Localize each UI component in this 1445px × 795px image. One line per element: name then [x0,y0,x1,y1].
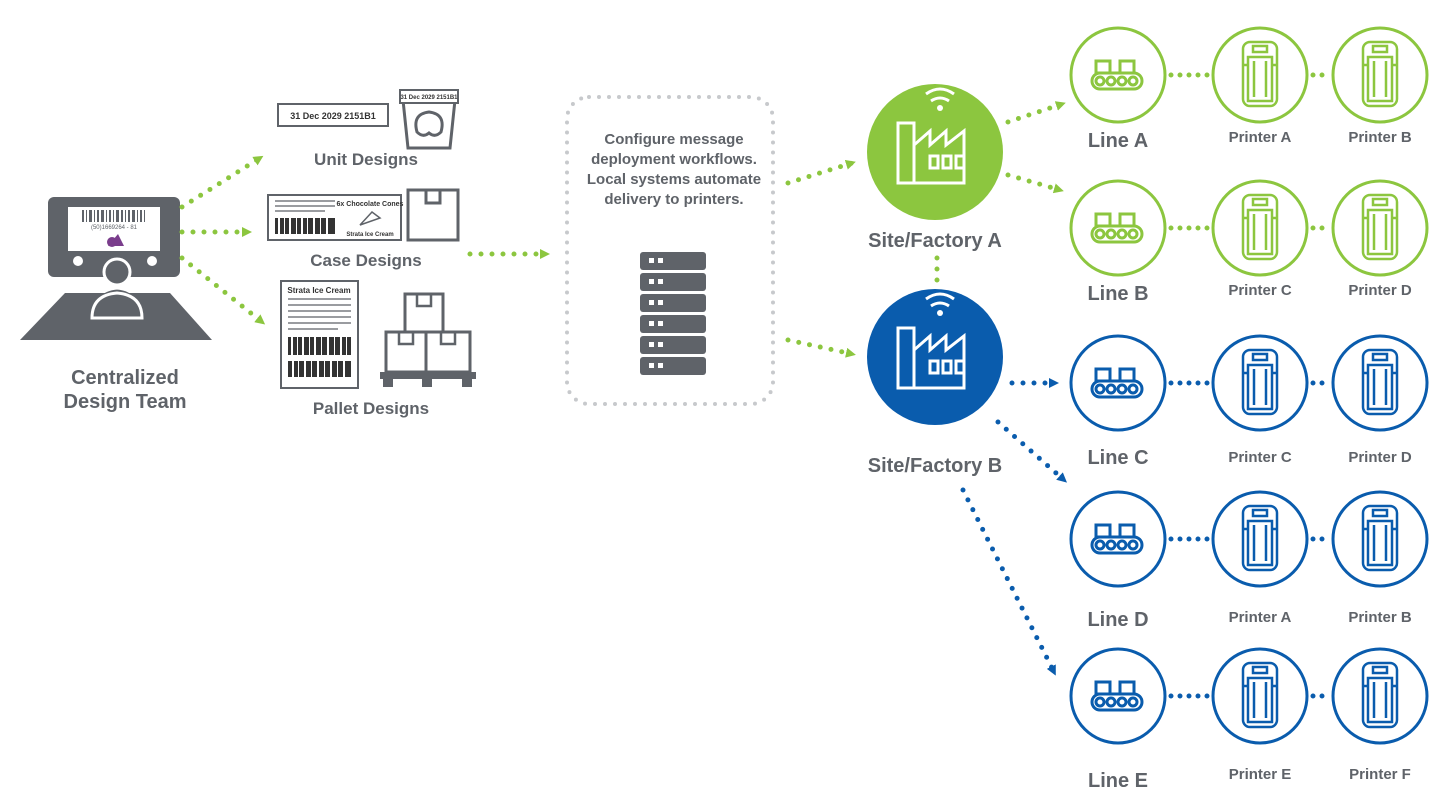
site-a-node [867,84,1003,220]
design-team-label: Centralized Design Team [30,366,220,414]
pallet-designs-label: Pallet Designs [312,399,430,418]
printer-icon [1241,661,1279,729]
line-b-group [1069,179,1429,277]
barcode-icon [82,210,145,222]
pallet-design-icon: Strata Ice Cream [280,280,476,389]
printer-node [1331,179,1429,277]
line-a-group [1069,26,1429,124]
line-node [1069,647,1167,745]
printer-label: Printer E [1228,766,1292,783]
printer-label: Printer B [1348,129,1412,146]
printer-icon [1361,348,1399,416]
printer-node [1211,26,1309,124]
case-product-text: 6x Chocolate Cones [337,201,404,208]
printer-icon [1241,40,1279,108]
design-team-label-line2: Design Team [63,391,187,413]
printer-node [1211,179,1309,277]
printer-icon [1241,193,1279,261]
printer-label: Printer C [1228,449,1292,466]
arrow-configure-to-site-b [785,337,856,358]
printer-label: Printer A [1228,129,1292,146]
site-a-label: Site/Factory A [868,230,1002,252]
printer-node [1331,334,1429,432]
conveyor-icon [1090,367,1144,399]
arrow-to-pallet-designs [179,255,266,325]
printer-label: Printer D [1348,449,1412,466]
line-c-group [1069,334,1429,432]
design-team-icon: (50)1669264 - 81 [20,197,212,340]
line-node [1069,490,1167,588]
printer-node [1331,26,1429,124]
barcode-number: (50)1669264 - 81 [91,225,138,231]
design-team-label-line1: Centralized [71,367,179,389]
conveyor-icon [1090,523,1144,555]
printer-label: Printer B [1348,609,1412,626]
configure-text: Configure message deployment workflows. … [586,131,762,208]
printer-label: Printer D [1348,282,1412,299]
printer-node [1331,490,1429,588]
site-to-line-arrows [960,101,1068,676]
printer-node [1211,334,1309,432]
printer-icon [1361,504,1399,572]
line-node [1069,334,1167,432]
printer-icon [1241,348,1279,416]
printer-icon [1361,193,1399,261]
line-label: Line E [1087,770,1148,792]
line-node [1069,26,1167,124]
site-b-node [867,289,1003,425]
unit-tub-text: 31 Dec 2029 2151B1 [400,95,458,101]
line-label: Line D [1087,609,1149,631]
case-design-icon: 6x Chocolate Cones Strata Ice Cream [267,188,460,242]
printer-icon [1361,40,1399,108]
printer-label: Printer A [1228,609,1292,626]
conveyor-icon [1090,680,1144,712]
printer-label: Printer C [1228,282,1292,299]
case-designs-label: Case Designs [310,251,422,270]
unit-design-icon: 31 Dec 2029 2151B1 31 Dec 2029 2151B1 [277,89,459,150]
printer-node [1211,490,1309,588]
line-label: Line A [1087,130,1149,152]
arrow-site-a-to-line-a [1005,101,1066,125]
conveyor-icon [1090,212,1144,244]
arrow-configure-to-site-a [785,160,856,186]
printer-icon [1241,504,1279,572]
printer-label: Printer F [1349,766,1411,783]
printer-node [1331,647,1429,745]
unit-tag-text: 31 Dec 2029 2151B1 [290,111,376,121]
unit-designs-label: Unit Designs [314,150,418,169]
arrow-to-unit-designs [179,155,264,210]
conveyor-icon [1090,59,1144,91]
line-label: Line C [1087,447,1149,469]
team-to-designs-arrows [179,155,266,325]
site-b-label: Site/Factory B [867,455,1003,477]
pallet-brand-text: Strata Ice Cream [287,286,350,295]
arrow-site-b-to-line-e [960,487,1057,676]
server-icon [640,252,706,375]
arrow-site-b-to-line-d [995,419,1068,483]
printer-icon [1361,661,1399,729]
line-d-group [1069,490,1429,588]
line-label: Line B [1087,283,1149,305]
configure-box [565,95,775,406]
line-node [1069,179,1167,277]
case-brand-text: Strata Ice Cream [346,232,393,238]
printer-node [1211,647,1309,745]
arrow-site-a-to-line-b [1005,172,1064,194]
line-e-group [1069,647,1429,745]
